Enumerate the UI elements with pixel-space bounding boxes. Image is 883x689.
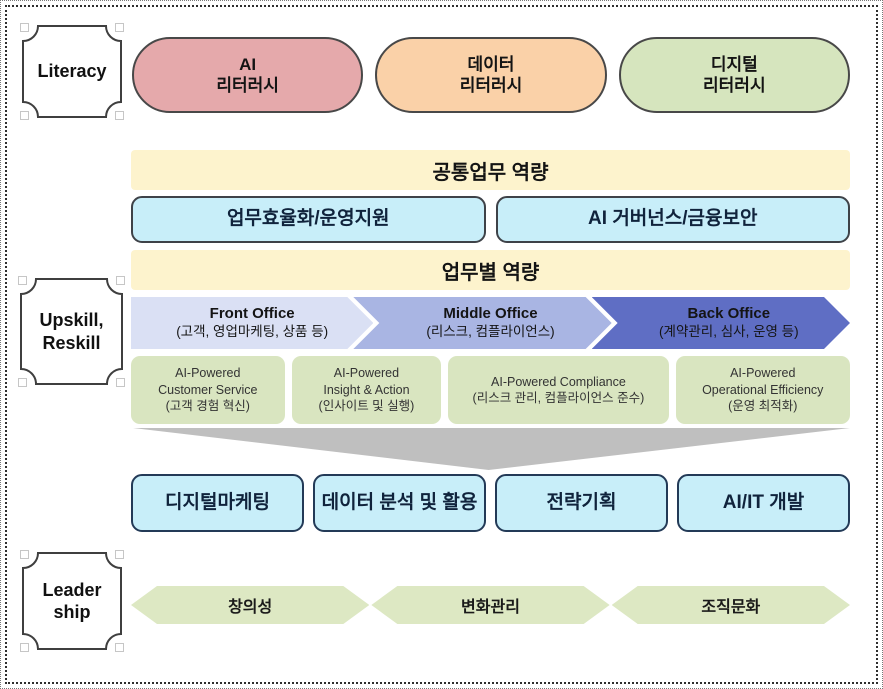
selection-handle — [18, 378, 27, 387]
arrow-middle-office: Middle Office (리스크, 컴플라이언스) — [353, 297, 611, 349]
selection-handle — [18, 276, 27, 285]
selection-handle — [115, 550, 124, 559]
leadership-label: Leader ship — [42, 579, 102, 623]
literacy-plaque: Literacy — [20, 23, 124, 120]
job-roles-row: 디지털마케팅 데이터 분석 및 활용 전략기획 AI/IT 개발 — [131, 474, 850, 532]
box-data-analysis: 데이터 분석 및 활용 — [313, 474, 486, 532]
plaque-shape — [22, 552, 122, 650]
arrow-front-office: Front Office (고객, 영업마케팅, 상품 등) — [131, 297, 373, 349]
selection-handle — [115, 111, 124, 120]
selection-handle — [116, 276, 125, 285]
selection-handle — [20, 643, 29, 652]
upskill-plaque: Upskill, Reskill — [18, 276, 125, 387]
selection-handle — [20, 111, 29, 120]
capability-customer-service: AI-Powered Customer Service (고객 경험 혁신) — [131, 356, 285, 424]
selection-handle — [115, 643, 124, 652]
funnel-triangle — [133, 428, 850, 470]
box-work-efficiency: 업무효율화/운영지원 — [131, 196, 486, 243]
leadership-plaque: Leader ship — [20, 550, 124, 652]
selection-handle — [115, 23, 124, 32]
leadership-values-row: 창의성 변화관리 조직문화 — [131, 586, 850, 624]
pill-ai-literacy: AI 리터러시 — [132, 37, 364, 113]
literacy-pills-row: AI 리터러시 데이터 리터러시 디지털 리터러시 — [132, 37, 850, 113]
selection-handle — [20, 550, 29, 559]
selection-handle — [116, 378, 125, 387]
hex-creativity: 창의성 — [131, 586, 369, 624]
upskill-label: Upskill, Reskill — [39, 310, 104, 353]
plaque-shape — [22, 25, 122, 118]
pill-digital-literacy: 디지털 리터러시 — [618, 37, 850, 113]
arrow-back-office: Back Office (계약관리, 심사, 운영 등) — [592, 297, 850, 349]
plaque-shape — [20, 278, 123, 385]
pill-data-literacy: 데이터 리터러시 — [375, 37, 607, 113]
box-ai-governance: AI 거버넌스/금융보안 — [495, 196, 850, 243]
common-competency-row: 업무효율화/운영지원 AI 거버넌스/금융보안 — [131, 196, 850, 243]
hex-change-management: 변화관리 — [371, 586, 609, 624]
common-competency-band: 공통업무 역량 — [131, 150, 850, 190]
box-ai-it-development: AI/IT 개발 — [677, 474, 850, 532]
box-strategic-planning: 전략기획 — [495, 474, 668, 532]
literacy-label: Literacy — [37, 61, 107, 82]
box-digital-marketing: 디지털마케팅 — [131, 474, 304, 532]
job-specific-band: 업무별 역량 — [131, 250, 850, 290]
capability-insight-action: AI-Powered Insight & Action (인사이트 및 실행) — [291, 356, 442, 424]
hex-organizational-culture: 조직문화 — [612, 586, 850, 624]
selection-handle — [20, 23, 29, 32]
capability-operational-efficiency: AI-Powered Operational Efficiency (운영 최적… — [675, 356, 850, 424]
ai-capabilities-row: AI-Powered Customer Service (고객 경험 혁신) A… — [131, 356, 850, 424]
capability-compliance: AI-Powered Compliance (리스크 관리, 컴플라이언스 준수… — [448, 356, 669, 424]
office-arrows-row: Front Office (고객, 영업마케팅, 상품 등) Middle Of… — [131, 297, 850, 349]
